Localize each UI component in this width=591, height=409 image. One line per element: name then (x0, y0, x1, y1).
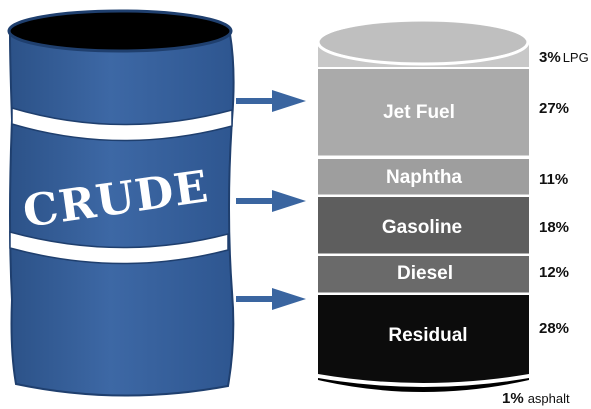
crude-barrel-ring-top (11, 106, 233, 142)
product-name: asphalt (528, 391, 570, 406)
percent-labels: 3%LPG 27% 11% 18% 12% 28% 1% asphalt (502, 49, 589, 407)
segment-gasoline (318, 197, 529, 255)
segment-label: Naphtha (386, 167, 462, 188)
percent-value: 1% (502, 390, 524, 407)
segment-diesel (318, 256, 529, 293)
percent-asphalt: 1% asphalt (502, 390, 570, 407)
segment-jet-fuel (318, 69, 529, 157)
segment-label: Residual (388, 325, 467, 346)
percent-jet-fuel: 27% (539, 100, 569, 117)
segment-naphtha (318, 159, 529, 195)
arrows (236, 90, 306, 310)
percent-naphtha: 11% (539, 171, 568, 188)
product-name: LPG (563, 50, 589, 65)
percent-gasoline: 18% (539, 219, 569, 236)
segment-label: Jet Fuel (383, 102, 455, 123)
segment-asphalt (318, 378, 529, 392)
arrow-icon (236, 190, 306, 212)
crude-barrel: CRUDE (7, 9, 235, 397)
product-barrel: Jet Fuel Naphtha Gasoline Diesel Residua… (316, 18, 530, 392)
segment-residual (318, 295, 529, 383)
arrow-icon (236, 90, 306, 112)
percent-diesel: 12% (539, 264, 569, 281)
crude-barrel-top (7, 9, 233, 53)
percent-lpg: 3%LPG (539, 49, 589, 66)
segment-label: Gasoline (382, 217, 462, 238)
percent-value: 3% (539, 49, 561, 66)
arrow-icon (236, 288, 306, 310)
percent-residual: 28% (539, 320, 569, 337)
crude-barrel-ring-bottom (9, 231, 229, 265)
segment-label: Diesel (397, 263, 453, 284)
